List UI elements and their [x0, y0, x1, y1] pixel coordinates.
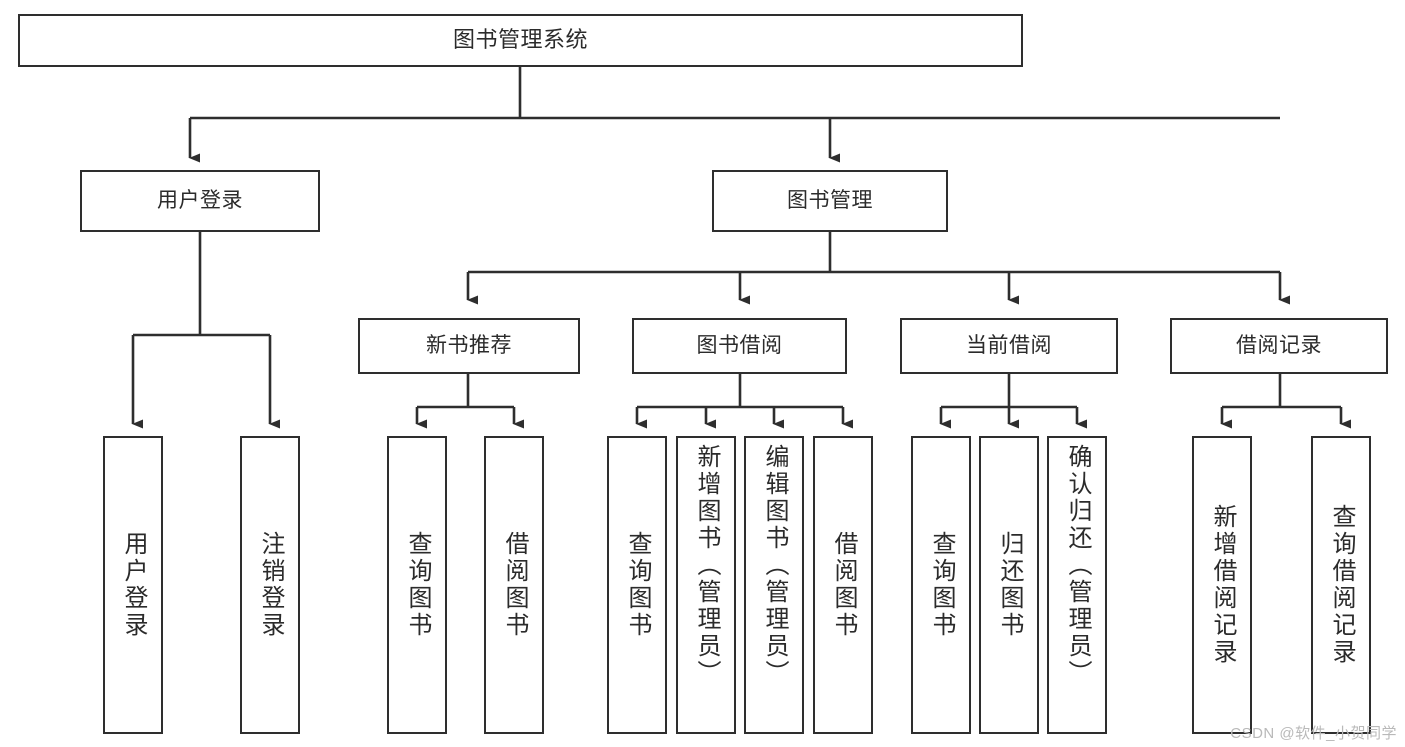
node-label: 编辑图书（管理员） [760, 444, 788, 687]
node-label: 查询借阅记录 [1327, 504, 1355, 666]
leaf-query-book-borrow[interactable]: 查询图书 [607, 436, 667, 734]
node-label: 借阅图书 [500, 531, 528, 639]
node-label: 确认归还（管理员） [1063, 444, 1091, 687]
leaf-logout[interactable]: 注销登录 [240, 436, 300, 734]
node-current-borrowing[interactable]: 当前借阅 [900, 318, 1118, 374]
leaf-edit-book-admin[interactable]: 编辑图书（管理员） [744, 436, 804, 734]
node-new-book-recommendation[interactable]: 新书推荐 [358, 318, 580, 374]
node-label: 用户登录 [157, 189, 243, 213]
node-label: 注销登录 [256, 531, 284, 639]
node-label: 借阅图书 [829, 531, 857, 639]
node-label: 图书管理系统 [452, 27, 588, 53]
node-label: 查询图书 [403, 531, 431, 639]
node-label: 图书管理 [787, 189, 873, 213]
leaf-borrow-book-borrow[interactable]: 借阅图书 [813, 436, 873, 734]
node-user-login[interactable]: 用户登录 [80, 170, 320, 232]
node-label: 新书推荐 [426, 334, 512, 358]
leaf-user-login[interactable]: 用户登录 [103, 436, 163, 734]
node-label: 当前借阅 [966, 334, 1052, 358]
leaf-add-borrow-record[interactable]: 新增借阅记录 [1192, 436, 1252, 734]
leaf-borrow-book-new-rec[interactable]: 借阅图书 [484, 436, 544, 734]
leaf-query-borrow-record[interactable]: 查询借阅记录 [1311, 436, 1371, 734]
leaf-return-book[interactable]: 归还图书 [979, 436, 1039, 734]
node-label: 新增借阅记录 [1208, 504, 1236, 666]
leaf-query-book-current[interactable]: 查询图书 [911, 436, 971, 734]
node-label: 查询图书 [623, 531, 651, 639]
node-book-management[interactable]: 图书管理 [712, 170, 948, 232]
node-root-book-management-system[interactable]: 图书管理系统 [18, 14, 1023, 67]
node-label: 新增图书（管理员） [692, 444, 720, 687]
node-label: 归还图书 [995, 531, 1023, 639]
leaf-add-book-admin[interactable]: 新增图书（管理员） [676, 436, 736, 734]
node-label: 用户登录 [119, 531, 147, 639]
node-label: 图书借阅 [696, 334, 783, 358]
leaf-query-book-new-rec[interactable]: 查询图书 [387, 436, 447, 734]
node-label: 查询图书 [927, 531, 955, 639]
node-borrowing-records[interactable]: 借阅记录 [1170, 318, 1388, 374]
node-book-borrowing[interactable]: 图书借阅 [632, 318, 847, 374]
node-label: 借阅记录 [1236, 334, 1322, 358]
leaf-confirm-return-admin[interactable]: 确认归还（管理员） [1047, 436, 1107, 734]
